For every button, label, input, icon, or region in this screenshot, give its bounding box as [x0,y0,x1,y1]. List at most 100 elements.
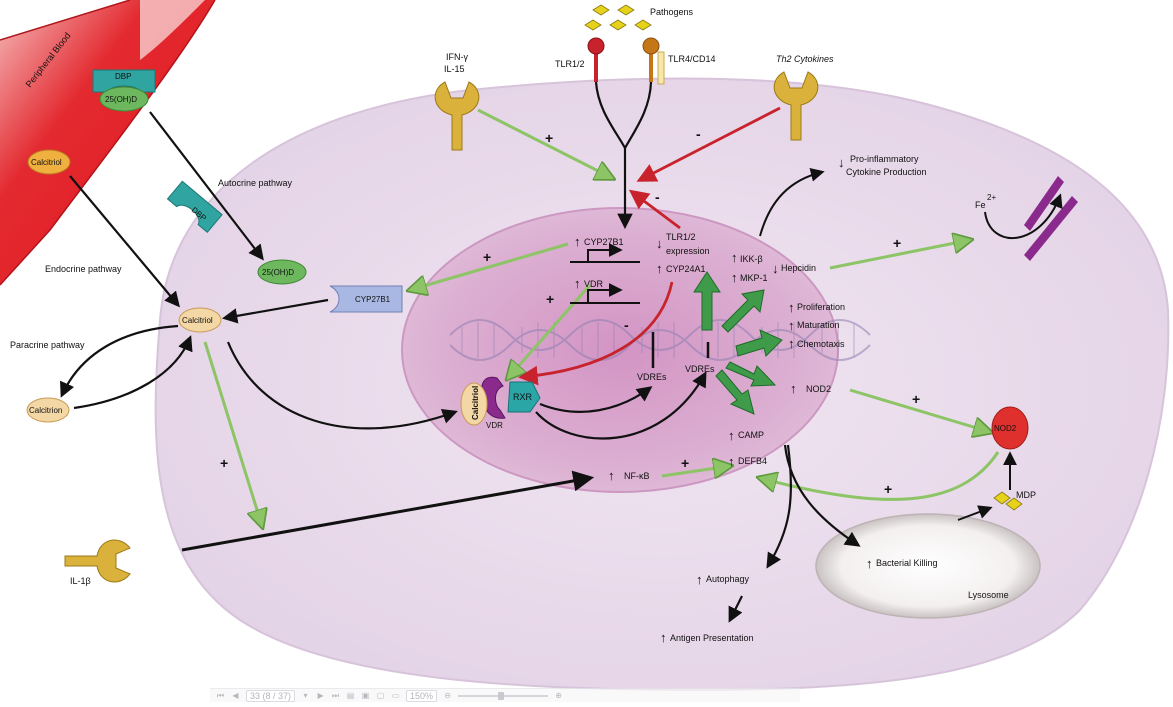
tlr12-receptor [587,37,605,82]
zoom-field[interactable]: 150% [406,689,438,702]
zoom-out-icon[interactable]: ⊖ [444,691,451,700]
calcitriol-vdr-label: Calcitriol [471,386,480,420]
save-icon[interactable]: ▣ [361,691,370,700]
proinflam-down: ↓ [838,155,845,170]
plus-sign-nod2: + [912,391,920,407]
tlr-expr-label-2: expression [666,246,710,256]
bacterial-killing-label: Bacterial Killing [876,558,938,568]
proliferation-label: Proliferation [797,302,845,312]
vdres-left-label: VDREs [637,372,667,382]
arrow-ohd-to-cell [149,111,264,261]
arrow-nod2-gene-to-protein [849,388,990,432]
cyp27b1-enzyme [329,285,403,313]
nfkb-label: NF-κB [624,471,650,481]
arrow-calcitrion-to-calcitriol [73,335,193,410]
mdp-label: MDP [1016,490,1036,500]
il1b-label: IL-1β [70,576,91,586]
lysosome-label: Lysosome [968,590,1009,600]
th2-receptor [773,71,819,141]
defb4-label: DEFB4 [738,456,767,466]
nod2-protein-label: NOD2 [994,424,1017,433]
arrow-complex-to-vdre-left [539,386,653,413]
minus-sign-cyp24a1: - [624,317,629,333]
vdr-gene-up: ↑ [574,276,581,291]
antigen-label: Antigen Presentation [670,633,754,643]
vdr-gene [570,283,640,304]
arrow-iron-export [984,193,1063,240]
minus-sign-th2: - [696,126,701,142]
calcitriol-blood-label: Calcitriol [31,158,62,167]
arrow-il1b-to-nfkb [181,470,595,552]
first-page-icon[interactable]: ⏮ [216,690,225,700]
autophagy-label: Autophagy [706,574,750,584]
cyp24a1-label: CYP24A1 [666,264,706,274]
vdres-right-label: VDREs [685,364,715,374]
camp-up: ↑ [728,428,735,443]
dbp-complex-blood [92,69,156,112]
cyp24a1-up: ↑ [656,261,663,276]
vdr-gene-label: VDR [584,279,604,289]
cyp27b1-gene [570,243,640,263]
fit-width-icon[interactable]: ▭ [391,691,400,700]
arrow-complex-to-vdre-right [535,371,707,440]
plus-sign-hepcidin: + [893,235,901,251]
blood-vessel [0,0,216,286]
calcitriol-cell [178,307,222,333]
tlr-signal-right [624,81,653,149]
nfkb-up: ↑ [608,468,615,483]
page-dropdown-icon[interactable]: ▾ [303,691,308,700]
plus-sign-defb4: + [884,481,892,497]
nod2-gene-up: ↑ [790,381,797,396]
tlr4-receptor [642,37,665,85]
block-arrow-downright [725,361,777,387]
bacterial-killing-up: ↑ [866,556,873,571]
ifn-label: IFN-γ [446,52,468,62]
page-number-field[interactable]: 33 (8 / 37) [246,689,296,702]
nod2-gene-label: NOD2 [806,384,831,394]
minus-sign-tlr-expr: - [655,189,660,205]
arrow-hepcidin-to-iron [829,240,970,270]
proinflam-label-2: Cytokine Production [846,167,927,177]
chemotaxis-label: Chemotaxis [797,339,845,349]
prev-page-icon[interactable]: ◀ [232,691,239,700]
arrow-camp-to-autophagy [766,444,793,569]
calcitrion-label: Calcitrion [29,406,62,415]
pathogens [584,4,652,31]
fe-charge-label: 2+ [987,193,996,202]
mdp-molecule [993,491,1023,511]
paracrine-pathway-label: Paracrine pathway [10,340,85,350]
print-icon[interactable]: ▤ [346,691,355,700]
mkp1-up: ↑ [731,270,738,285]
ikkb-label: IKK-β [740,254,763,264]
tlr-expr-down: ↓ [656,236,663,251]
calcitriol-cell-label: Calcitriol [182,316,213,325]
arrow-vdr-gene-to-vdr [508,284,592,378]
pathogens-label: Pathogens [650,7,694,17]
arrow-cyp-gene-to-enzyme [410,242,569,290]
tlr4-label: TLR4/CD14 [668,54,716,64]
tlr-signal-left [594,81,626,149]
ikkb-up: ↑ [731,250,738,265]
arrow-autophagy-to-antigen [728,595,743,623]
last-page-icon[interactable]: ⏭ [331,690,340,700]
block-arrow-right [735,329,783,357]
plus-sign-calcitriol: + [220,455,228,471]
defb4-up: ↑ [728,454,735,469]
chemotaxis-up: ↑ [788,336,795,351]
ohd-blood-label: 25(OH)D [105,95,137,104]
zoom-in-icon[interactable]: ⊕ [555,691,562,700]
zoom-slider[interactable] [458,691,549,700]
hepcidin-label: Hepcidin [781,263,816,273]
cyp27b1-gene-up: ↑ [574,234,581,249]
plus-sign-cyp: + [483,249,491,265]
ferroportin-channel [1024,176,1078,261]
fit-page-icon[interactable]: ▢ [376,691,385,700]
lysosome [815,513,1041,619]
zoom-slider-handle[interactable] [498,691,505,700]
autocrine-pathway-label: Autocrine pathway [218,178,293,188]
ifn-receptor [434,81,480,151]
next-page-icon[interactable]: ▶ [317,691,324,700]
block-arrow-up [693,271,721,331]
